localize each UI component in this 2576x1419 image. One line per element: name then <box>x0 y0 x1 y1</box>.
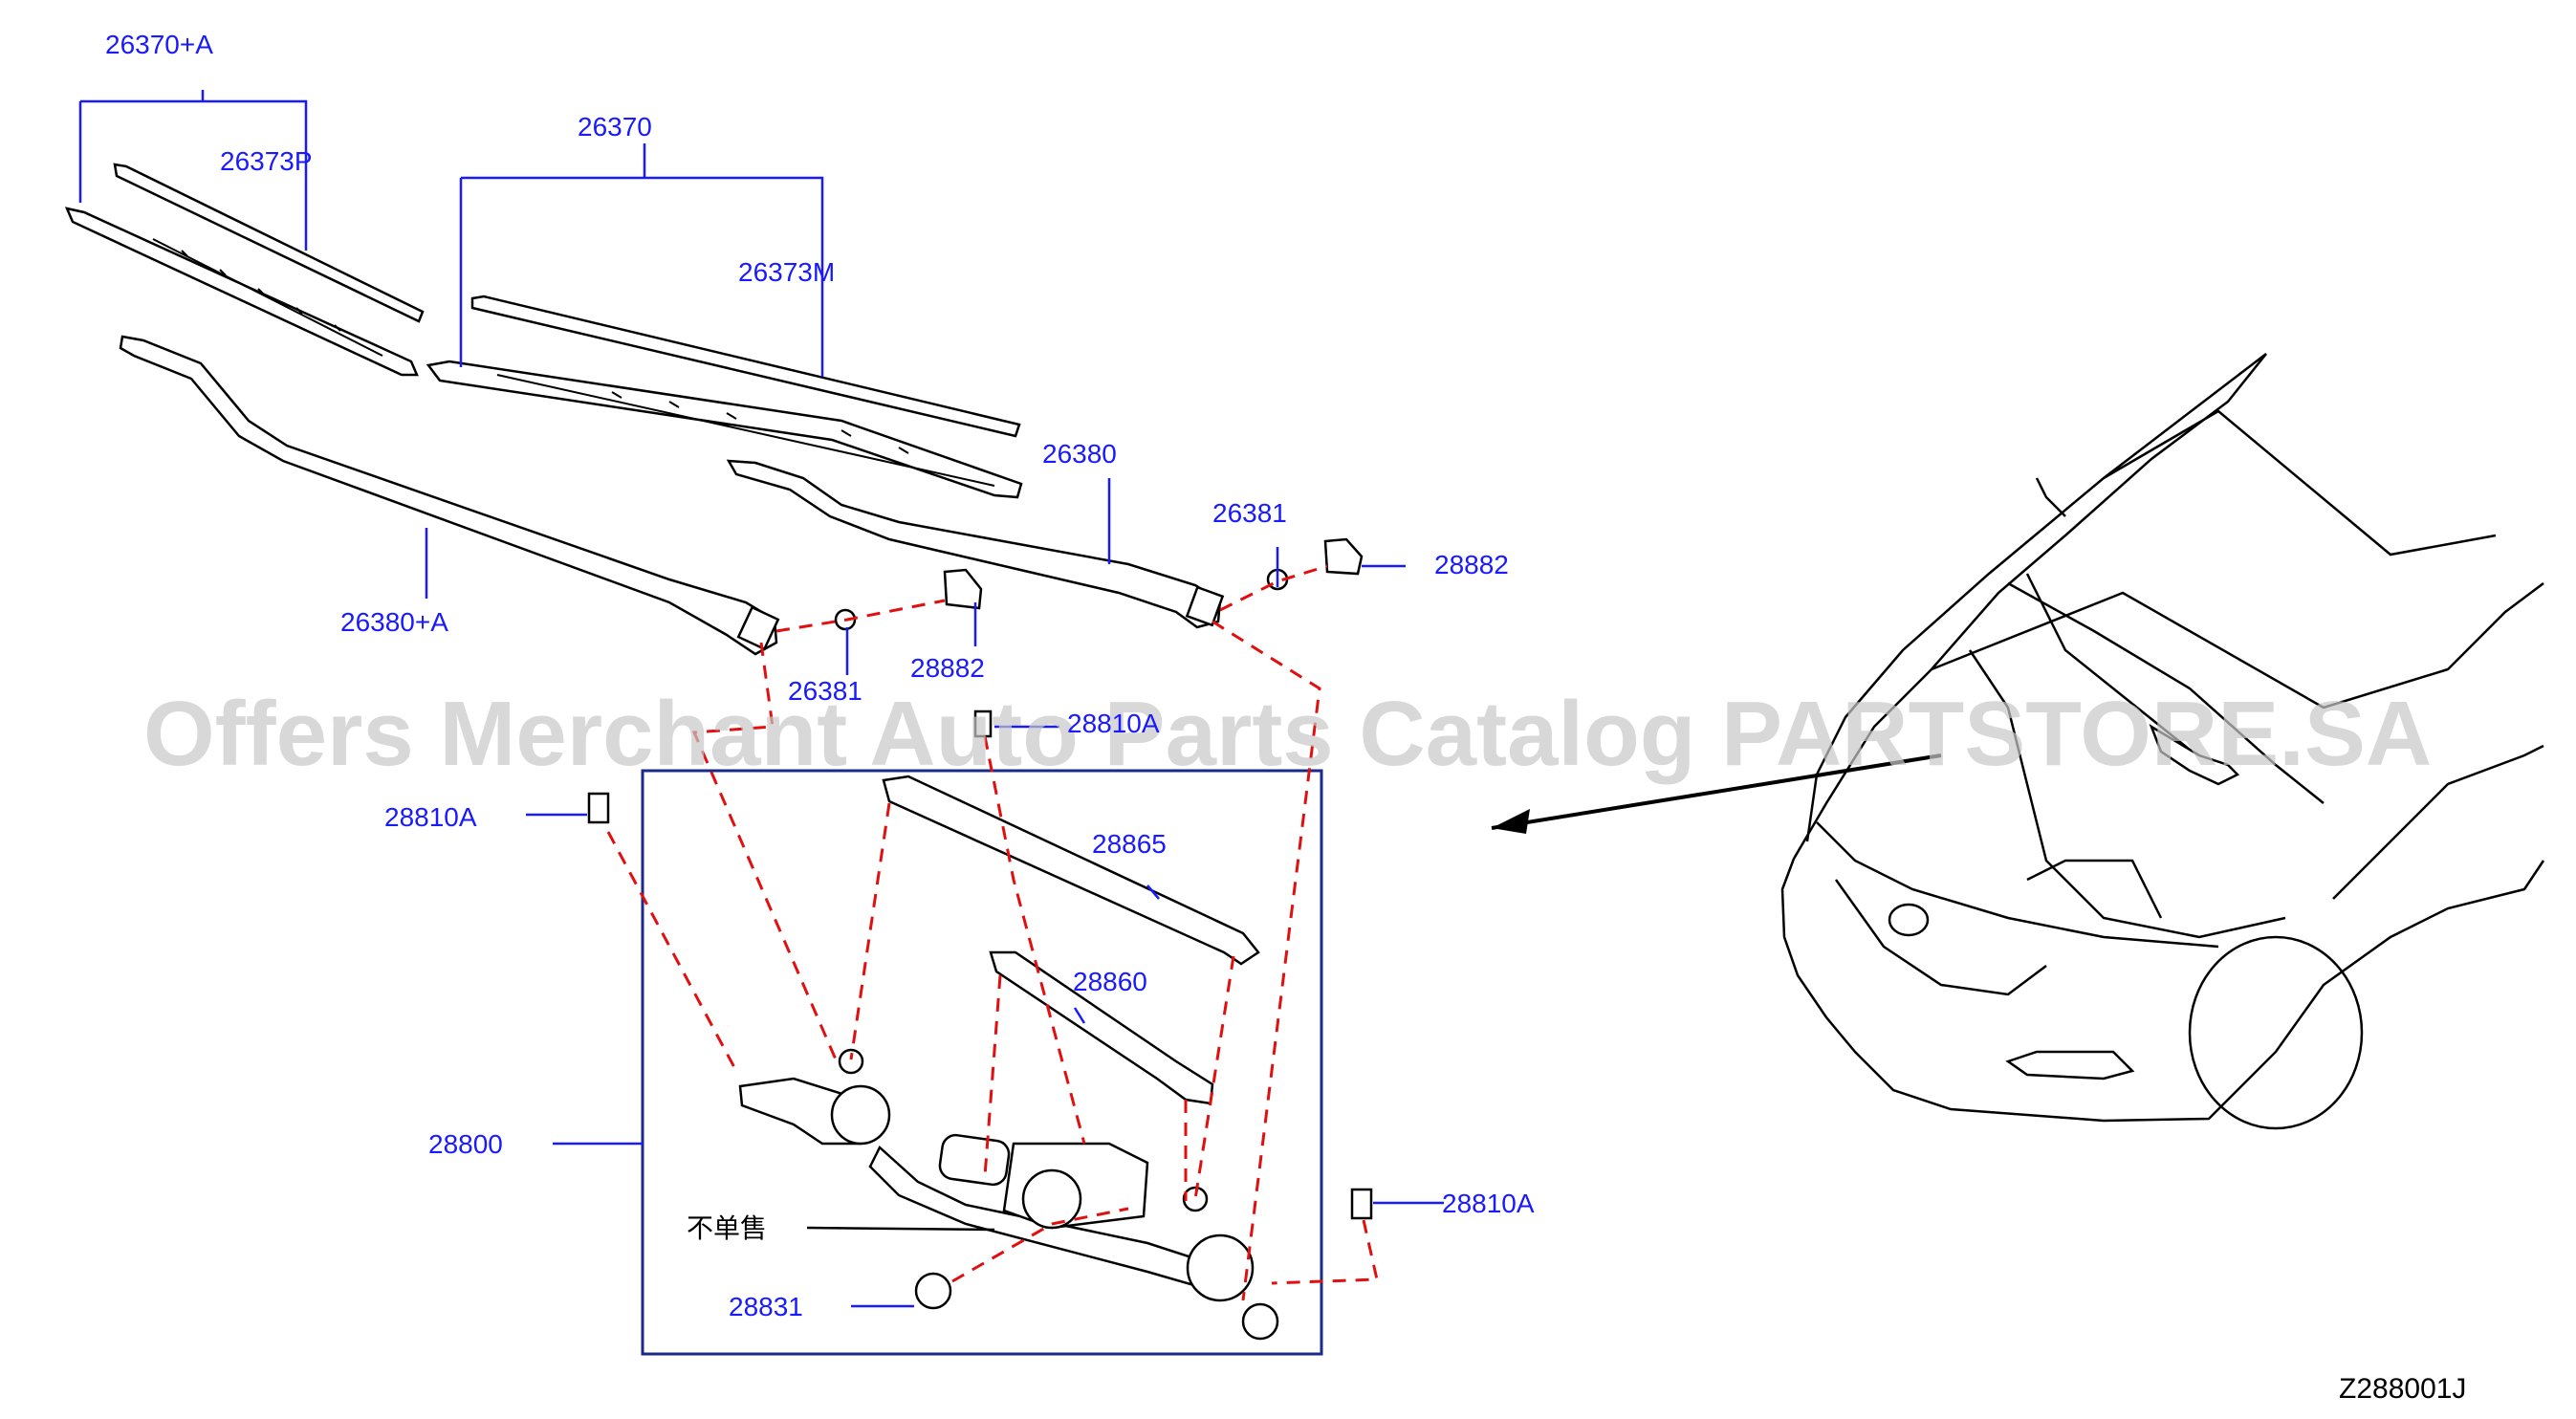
label-28810A-top[interactable]: 28810A <box>1067 709 1160 738</box>
label-28865[interactable]: 28865 <box>1092 829 1167 859</box>
label-26370A[interactable]: 26370+A <box>105 30 213 59</box>
wiper-blade-main[interactable] <box>426 360 1023 499</box>
cap-left[interactable] <box>943 568 983 610</box>
link-rod-upper[interactable] <box>882 775 1260 966</box>
label-28860[interactable]: 28860 <box>1073 967 1147 996</box>
bolt-top-icon[interactable] <box>973 710 993 738</box>
label-26370[interactable]: 26370 <box>578 112 652 142</box>
label-26380[interactable]: 26380 <box>1042 439 1117 469</box>
label-not-sold-separately: 不单售 <box>687 1212 767 1244</box>
grommet[interactable] <box>914 1272 952 1310</box>
label-28810A-left[interactable]: 28810A <box>384 802 477 832</box>
wiper-arm-main[interactable] <box>726 459 1225 629</box>
assembly-box <box>641 769 1323 1356</box>
label-26381-right[interactable]: 26381 <box>1212 498 1287 528</box>
pointer-arrow <box>1491 753 1942 830</box>
blade-refill-assist[interactable] <box>113 163 425 323</box>
bolt-right-icon[interactable] <box>1350 1188 1373 1220</box>
label-28831[interactable]: 28831 <box>729 1292 803 1321</box>
label-26380A[interactable]: 26380+A <box>340 607 448 637</box>
label-28882-left[interactable]: 28882 <box>910 653 985 683</box>
bolt-left-icon[interactable] <box>587 792 610 824</box>
label-28810A-right[interactable]: 28810A <box>1442 1189 1535 1218</box>
diagram-code: Z288001J <box>2339 1373 2466 1405</box>
cap-right[interactable] <box>1323 537 1364 576</box>
wiper-blade-assist[interactable] <box>64 207 419 377</box>
label-26381-left[interactable]: 26381 <box>788 676 862 706</box>
blade-refill-main[interactable] <box>470 295 1021 438</box>
arrow-head-icon <box>1492 809 1530 834</box>
motor-linkage-assembly[interactable] <box>738 1048 1279 1341</box>
wiper-arm-assist[interactable] <box>119 335 780 656</box>
label-28882-right[interactable]: 28882 <box>1434 550 1509 579</box>
label-26373P[interactable]: 26373P <box>220 146 313 176</box>
label-28800[interactable]: 28800 <box>428 1129 503 1159</box>
label-26373M[interactable]: 26373M <box>738 257 835 287</box>
watermark: Offers Merchant Auto Parts Catalog PARTS… <box>143 683 2432 785</box>
